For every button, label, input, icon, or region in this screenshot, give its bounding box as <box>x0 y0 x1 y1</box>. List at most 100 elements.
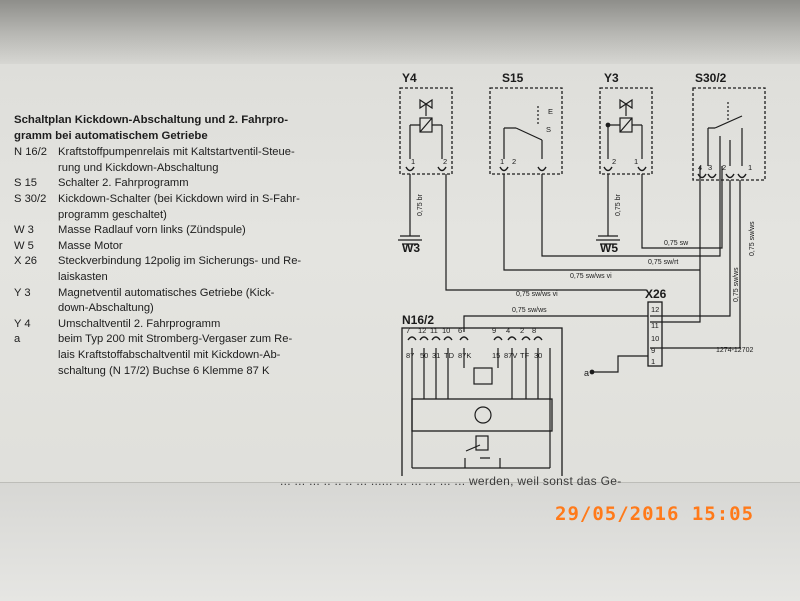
s302-switch-blade <box>714 115 743 129</box>
s15-component-box <box>489 87 563 175</box>
wire-label-swrt: 0,75 sw/rt <box>648 259 678 266</box>
wire-label-swws-b: 0,75 sw/ws <box>733 267 740 302</box>
legend-item-line: programm geschaltet) <box>58 208 167 221</box>
y4-label: Y4 <box>402 71 417 85</box>
legend-item-description: Kraftstoffpumpenrelais mit Kaltstartvent… <box>58 145 386 176</box>
legend-item: N 16/2 Kraftstoffpumpenrelais mit Kaltsta… <box>14 145 386 176</box>
legend-item-line: schaltung (N 17/2) Buchse 6 Klemme 87 K <box>58 364 270 377</box>
x26-pin-10: 10 <box>651 334 659 343</box>
legend-item-line: Masse Motor <box>58 239 123 252</box>
legend-title-line-2: gramm bei automatischem Getriebe <box>14 129 208 142</box>
legend-item-description: Masse Radlauf vorn links (Zündspule) <box>58 223 386 239</box>
wire-label-swws-c: 0,75 sw/ws <box>512 307 547 314</box>
n162-terminal-label: 87V <box>504 351 517 360</box>
y4-valve-icon <box>419 98 433 110</box>
legend-item-line: Masse Radlauf vorn links (Zündspule) <box>58 224 246 237</box>
y3-pin-2: 2 <box>612 157 616 166</box>
n162-label: N16/2 <box>402 313 434 327</box>
legend-item-code: S 30/2 <box>14 192 47 205</box>
y3-pin-1: 1 <box>634 157 638 166</box>
s15-switch-e: E <box>548 107 553 116</box>
x26-pin-12: 12 <box>651 305 659 314</box>
x26-pin-1: 1 <box>651 357 655 366</box>
legend-item-code: S 15 <box>14 177 38 190</box>
legend-item-line: Umschaltventil 2. Fahrprogramm <box>58 317 221 330</box>
wire-sw <box>641 166 723 249</box>
legend-item-code: X 26 <box>14 255 38 268</box>
n162-relay-coil-icon <box>475 435 489 451</box>
y3-label: Y3 <box>604 71 619 85</box>
legend-title: Schaltplan Kickdown-Abschaltung und 2. F… <box>14 113 386 144</box>
legend-item-line: down-Abschaltung) <box>58 302 154 315</box>
legend-item: a beim Typ 200 mit Stromberg-Vergaser zum… <box>14 332 386 379</box>
wire-to-a <box>594 355 648 373</box>
n162-transistor-icon <box>474 406 492 424</box>
legend-item: S 30/2 Kickdown-Schalter (bei Kickdown wi… <box>14 192 386 223</box>
s15-pin-2: 2 <box>512 157 516 166</box>
legend-item-code: a <box>14 333 21 346</box>
n162-terminal-label: TF <box>520 351 530 360</box>
diagram-ref-number: 1274-12702 <box>716 347 753 354</box>
y4-pin-1: 1 <box>411 157 415 166</box>
legend-item-line: beim Typ 200 mit Stromberg-Vergaser zum … <box>58 333 293 346</box>
cut-off-text-line: ... ... ... .. .. .. ... ...... ... ... … <box>280 474 622 488</box>
legend-title-line-1: Schaltplan Kickdown-Abschaltung und 2. F… <box>14 114 289 126</box>
wire-swwsvi-upper <box>503 166 701 323</box>
wire-swrt <box>541 166 721 257</box>
y4-component-box <box>399 87 453 175</box>
legend-item-code: Y 3 <box>14 286 31 299</box>
legend-item-description: Schalter 2. Fahrprogramm <box>58 176 386 192</box>
legend-item-line: Steckverbindung 12polig im Sicherungs- u… <box>58 255 302 268</box>
n162-terminal-label: 87 <box>406 351 414 360</box>
n162-top-pin: 11 <box>430 326 438 335</box>
x26-label: X26 <box>645 287 667 301</box>
n162-component-box <box>401 327 563 476</box>
s302-label: S30/2 <box>695 71 727 85</box>
y4-pin-2: 2 <box>443 157 447 166</box>
page-shadow-edge <box>0 0 800 64</box>
legend-item-description: Umschaltventil 2. Fahrprogramm <box>58 317 386 333</box>
legend-block: Schaltplan Kickdown-Abschaltung und 2. F… <box>14 113 386 379</box>
s302-pin-4: 4 <box>698 163 702 172</box>
x26-pin-11: 11 <box>651 321 659 330</box>
legend-item-line: rung und Kickdown-Abschaltung <box>58 161 219 174</box>
w3-label: W3 <box>402 241 420 255</box>
wire-label-y4-br: 0,75 br <box>417 194 424 216</box>
wire-label-swwsvi-b: 0,75 sw/ws vi <box>516 291 558 298</box>
n162-diode-icon <box>473 367 493 385</box>
n162-terminal-label: 15 <box>492 351 500 360</box>
legend-item-description: beim Typ 200 mit Stromberg-Vergaser zum … <box>58 332 386 379</box>
s15-label: S15 <box>502 71 524 85</box>
legend-item-code: Y 4 <box>14 317 31 330</box>
wire-label-y3-br: 0,75 br <box>615 194 622 216</box>
wiring-diagram: Y4 S15 Y3 S30/2 W3 W5 N16/2 X26 1 2 1 2 … <box>398 71 766 476</box>
legend-item-line: laiskasten <box>58 270 108 283</box>
legend-item-line: Kickdown-Schalter (bei Kickdown wird in … <box>58 192 300 205</box>
n162-inner-module <box>411 398 553 432</box>
w5-label: W5 <box>600 241 618 255</box>
n162-top-pin: 9 <box>492 326 496 335</box>
label-a: a <box>584 368 589 378</box>
s15-switch-s: S <box>546 125 551 134</box>
n162-terminal-label: TD <box>444 351 455 360</box>
legend-item: Y 4 Umschaltventil 2. Fahrprogramm <box>14 317 386 333</box>
x26-pin-9: 9 <box>651 346 655 355</box>
x26-connector <box>647 301 663 367</box>
legend-item: X 26 Steckverbindung 12polig im Sicherung… <box>14 254 386 285</box>
legend-item-description: Masse Motor <box>58 239 386 255</box>
n162-top-pin: 2 <box>520 326 524 335</box>
next-page-area <box>0 482 800 601</box>
wire-y3-to-w5 <box>598 174 618 237</box>
wire-label-swws-a: 0,75 sw/ws <box>749 221 756 256</box>
wire-label-swwsvi-a: 0,75 sw/ws vi <box>570 273 612 280</box>
n162-terminal-label: 50 <box>420 351 428 360</box>
legend-items: N 16/2 Kraftstoffpumpenrelais mit Kaltsta… <box>14 145 386 379</box>
legend-item-code: N 16/2 <box>14 146 47 159</box>
s302-pin-3: 3 <box>708 163 712 172</box>
